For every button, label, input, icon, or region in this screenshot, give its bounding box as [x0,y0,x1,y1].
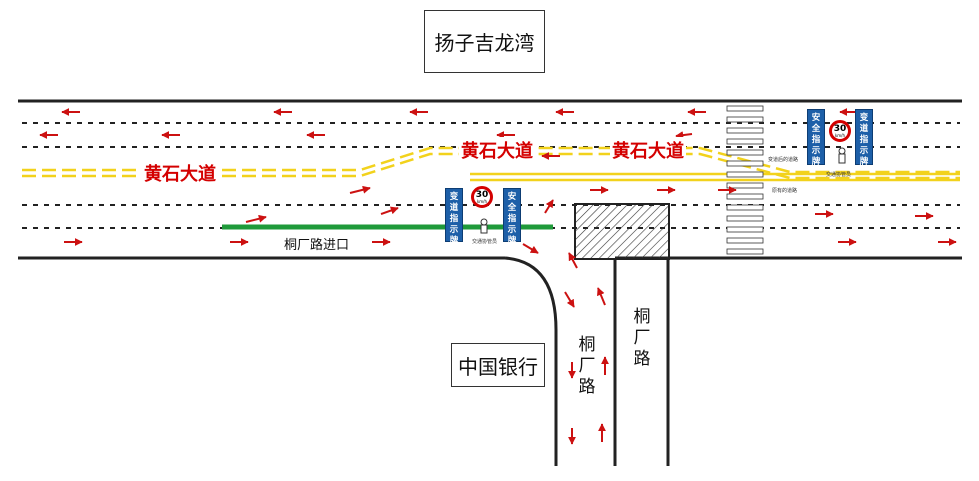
traffic-arrows [39,108,957,445]
note-original-road: 原有的道路 [772,188,798,194]
speed-limit-sign: 30 km/h [471,186,493,208]
lane-change-sign-east: 变道指示牌 [855,109,873,167]
traffic-warden-icon-east [838,147,846,164]
entrance-label: 桐厂路进口 [284,238,350,253]
speed-limit-unit-east: km/h [834,132,846,138]
side-road-label-right: 桐厂路 [633,307,651,369]
center-double-line [22,146,960,182]
speed-limit-unit: km/h [476,198,488,204]
warden-note-east: 交通协管员 [826,172,852,178]
safety-sign-east: 安全指示牌 [807,109,825,167]
hatched-construction-zone [574,203,670,260]
top-building-label: 扬子吉龙湾 [424,10,545,73]
warden-note: 交通协管员 [472,239,498,245]
crosswalk [726,105,764,255]
side-road-label-left: 桐厂路 [578,335,596,397]
bank-label: 中国银行 [451,343,545,387]
traffic-warden-icon [480,218,488,234]
main-road-name-mid: 黄石大道 [459,137,535,163]
main-road-name-east: 黄石大道 [610,137,686,163]
main-road-name-west: 黄石大道 [142,160,218,186]
lane-change-sign: 变道指示牌 [445,188,463,246]
safety-sign: 安全指示牌 [503,188,521,246]
speed-limit-value: 30 [475,189,489,200]
corner-curve [504,256,558,466]
speed-limit-sign-east: 30 km/h [829,120,851,142]
note-after-lane-change: 变道后的道路 [768,157,799,163]
speed-limit-value-east: 30 [833,123,847,134]
